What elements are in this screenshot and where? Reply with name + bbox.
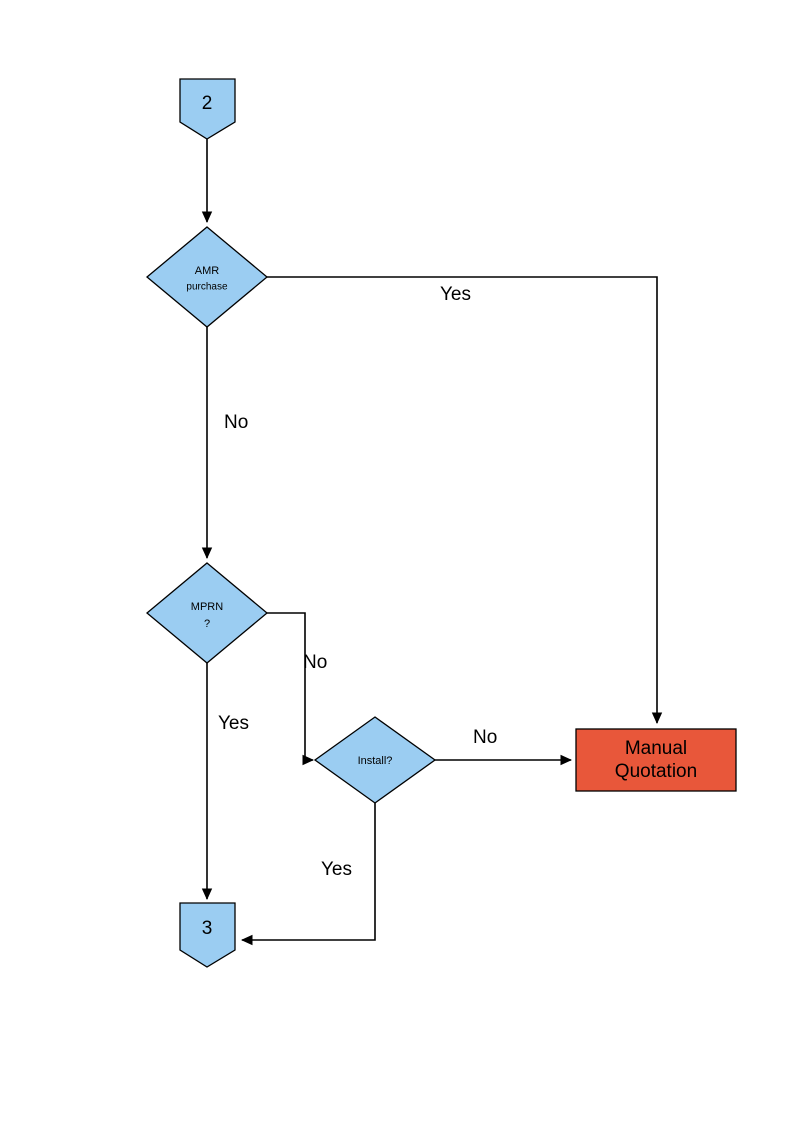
node-mprn-label-line2: ? [204,618,210,630]
edge-label-install-no: No [473,727,497,748]
edge-amr-yes-to-manual-quotation [267,276,663,724]
node-mprn[interactable]: MPRN ? [145,562,269,664]
node-manual-quotation-label-line2: Quotation [615,761,697,782]
node-end-3[interactable]: 3 [179,902,236,968]
node-manual-quotation-label-line1: Manual [625,738,687,759]
pentagon-connector-shape [179,78,236,140]
edge-mprn-no-to-install [267,612,314,766]
node-mprn-label-line1: MPRN [191,601,223,613]
pentagon-connector-shape [179,902,236,968]
node-start-2[interactable]: 2 [179,78,236,140]
edge-label-mprn-no: No [303,652,327,673]
decision-diamond-shape [313,716,437,804]
edge-install-yes-to-end [241,801,376,946]
node-amr-purchase-label-line2: purchase [186,282,228,293]
edge-label-amr-yes: Yes [440,284,471,305]
node-end-3-label: 3 [202,918,213,939]
node-manual-quotation[interactable]: Manual Quotation [575,728,737,792]
decision-diamond-shape [145,562,269,664]
process-box-shape [575,728,737,792]
edge-label-install-yes: Yes [321,859,352,880]
node-start-2-label: 2 [202,93,213,114]
edge-label-amr-no: No [224,412,248,433]
node-amr-purchase[interactable]: AMR purchase [145,226,269,328]
node-install[interactable]: Install? [313,716,437,804]
decision-diamond-shape [145,226,269,328]
edge-label-mprn-yes: Yes [218,713,249,734]
node-amr-purchase-label-line1: AMR [195,265,220,277]
node-install-label: Install? [358,755,393,767]
